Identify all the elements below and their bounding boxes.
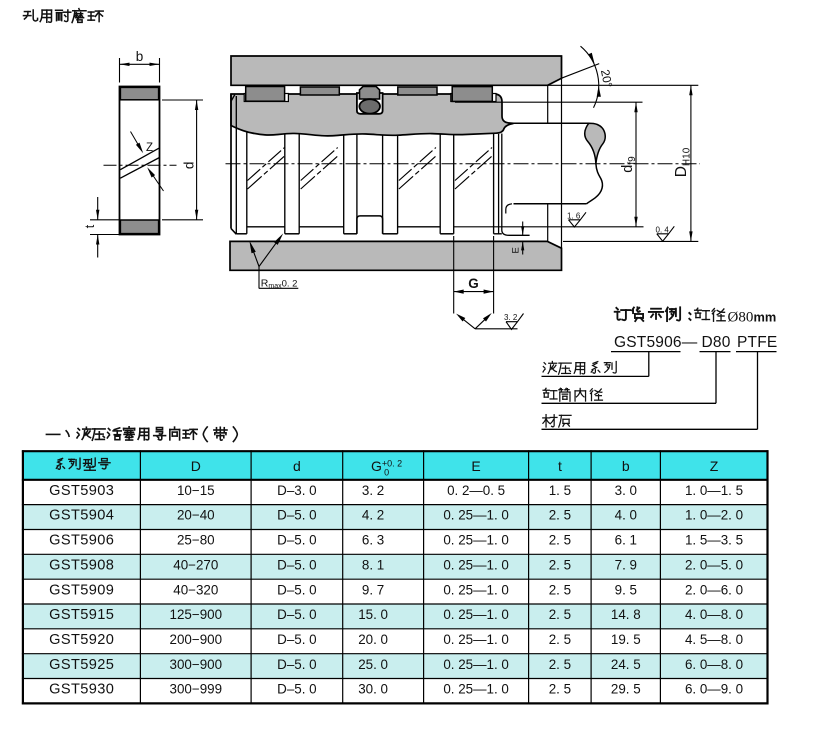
svg-text:DH10: DH10: [673, 147, 693, 177]
svg-text:40−270: 40−270: [173, 557, 218, 572]
svg-text:6. 3: 6. 3: [362, 533, 384, 548]
svg-text:0. 25—1. 0: 0. 25—1. 0: [443, 557, 509, 572]
svg-text:3. 2: 3. 2: [362, 483, 384, 498]
svg-text:24. 5: 24. 5: [611, 657, 641, 672]
svg-text:0. 25—1. 0: 0. 25—1. 0: [443, 533, 509, 548]
svg-text:6. 1: 6. 1: [615, 533, 637, 548]
svg-text:2. 5: 2. 5: [549, 607, 571, 622]
svg-text:2. 5: 2. 5: [549, 632, 571, 647]
svg-text:40−320: 40−320: [173, 582, 218, 597]
svg-text:GST5908: GST5908: [49, 557, 114, 573]
svg-text:3. 2: 3. 2: [504, 313, 518, 322]
svg-text:4. 5—8. 0: 4. 5—8. 0: [685, 632, 743, 647]
svg-text:20°: 20°: [598, 68, 615, 89]
svg-text:GST5909: GST5909: [49, 582, 114, 598]
svg-text:10−15: 10−15: [177, 483, 215, 498]
svg-text:0. 4: 0. 4: [656, 225, 670, 234]
svg-text:9. 5: 9. 5: [615, 582, 637, 597]
svg-text:D–5. 0: D–5. 0: [277, 557, 316, 572]
svg-text:4. 0: 4. 0: [615, 508, 637, 523]
svg-text:125−900: 125−900: [170, 607, 223, 622]
svg-text:GST5930: GST5930: [49, 682, 114, 698]
svg-text:D–5. 0: D–5. 0: [277, 582, 316, 597]
svg-text:t: t: [558, 458, 562, 474]
svg-text:Z: Z: [710, 458, 719, 474]
svg-text:b: b: [136, 49, 144, 64]
svg-text:300−900: 300−900: [170, 657, 223, 672]
svg-text:1. 0—1. 5: 1. 0—1. 5: [685, 483, 743, 498]
svg-text:GST5903: GST5903: [49, 483, 114, 499]
svg-text:9. 7: 9. 7: [362, 582, 384, 597]
svg-text:D80: D80: [702, 334, 731, 351]
svg-text:t: t: [83, 224, 97, 228]
svg-text:4. 2: 4. 2: [362, 508, 384, 523]
svg-text:6. 0—9. 0: 6. 0—9. 0: [685, 682, 743, 697]
svg-text:2. 5: 2. 5: [549, 533, 571, 548]
svg-text:E: E: [471, 458, 480, 474]
svg-text:GST5904: GST5904: [49, 508, 114, 524]
svg-text:300−999: 300−999: [170, 682, 223, 697]
svg-text:PTFE: PTFE: [737, 334, 777, 351]
svg-text:D–5. 0: D–5. 0: [277, 533, 316, 548]
svg-text:14. 8: 14. 8: [611, 607, 641, 622]
svg-text:D–5. 0: D–5. 0: [277, 682, 316, 697]
svg-text:30. 0: 30. 0: [358, 682, 388, 697]
svg-text:1. 6: 1. 6: [567, 212, 581, 221]
svg-text:20. 0: 20. 0: [358, 632, 388, 647]
svg-text:6. 0—8. 0: 6. 0—8. 0: [685, 657, 743, 672]
svg-text:GST5906: GST5906: [49, 533, 114, 549]
svg-text:4. 0—8. 0: 4. 0—8. 0: [685, 607, 743, 622]
svg-text:19. 5: 19. 5: [611, 632, 641, 647]
svg-text:7. 9: 7. 9: [615, 557, 637, 572]
svg-text:E: E: [510, 247, 521, 253]
svg-text:D–5. 0: D–5. 0: [277, 607, 316, 622]
svg-text:15. 0: 15. 0: [358, 607, 388, 622]
svg-text:0. 25—1. 0: 0. 25—1. 0: [443, 508, 509, 523]
svg-text:20−40: 20−40: [177, 508, 215, 523]
svg-text:D: D: [191, 458, 201, 474]
svg-text:0. 2—0. 5: 0. 2—0. 5: [447, 483, 505, 498]
svg-text:2. 5: 2. 5: [549, 657, 571, 672]
svg-text:8. 1: 8. 1: [362, 557, 384, 572]
svg-text:2. 5: 2. 5: [549, 557, 571, 572]
svg-text:1. 5: 1. 5: [549, 483, 571, 498]
svg-text:mm: mm: [754, 310, 777, 325]
svg-text:29. 5: 29. 5: [611, 682, 641, 697]
svg-text:0. 25—1. 0: 0. 25—1. 0: [443, 632, 509, 647]
svg-text:0. 25—1. 0: 0. 25—1. 0: [443, 607, 509, 622]
svg-text:d: d: [293, 458, 301, 474]
svg-text:2. 0—6. 0: 2. 0—6. 0: [685, 582, 743, 597]
svg-text:0. 25—1. 0: 0. 25—1. 0: [443, 657, 509, 672]
svg-text:200−900: 200−900: [170, 632, 223, 647]
svg-text:GST5920: GST5920: [49, 632, 114, 648]
svg-text:25−80: 25−80: [177, 533, 215, 548]
svg-text:2. 5: 2. 5: [549, 508, 571, 523]
svg-text:2. 0—5. 0: 2. 0—5. 0: [685, 557, 743, 572]
svg-text:D–5. 0: D–5. 0: [277, 508, 316, 523]
svg-text:GST5915: GST5915: [49, 607, 114, 623]
svg-text:25. 0: 25. 0: [358, 657, 388, 672]
svg-text:2. 5: 2. 5: [549, 682, 571, 697]
svg-text:3. 0: 3. 0: [615, 483, 637, 498]
svg-text:0. 25—1. 0: 0. 25—1. 0: [443, 582, 509, 597]
svg-text:b: b: [622, 458, 630, 474]
svg-text:GST5925: GST5925: [49, 657, 114, 673]
svg-text:G: G: [468, 276, 479, 291]
svg-text:Ø80: Ø80: [728, 310, 754, 326]
svg-text:1. 5—3. 5: 1. 5—3. 5: [685, 533, 743, 548]
svg-text:0. 25—1. 0: 0. 25—1. 0: [443, 682, 509, 697]
svg-text:D–3. 0: D–3. 0: [277, 483, 316, 498]
svg-text:D–5. 0: D–5. 0: [277, 657, 316, 672]
svg-text:d: d: [182, 162, 197, 170]
svg-text:GST5906—: GST5906—: [614, 334, 698, 351]
svg-text:2. 5: 2. 5: [549, 582, 571, 597]
svg-text:Z: Z: [146, 142, 153, 154]
svg-text:D–5. 0: D–5. 0: [277, 632, 316, 647]
svg-text:1. 0—2. 0: 1. 0—2. 0: [685, 508, 743, 523]
